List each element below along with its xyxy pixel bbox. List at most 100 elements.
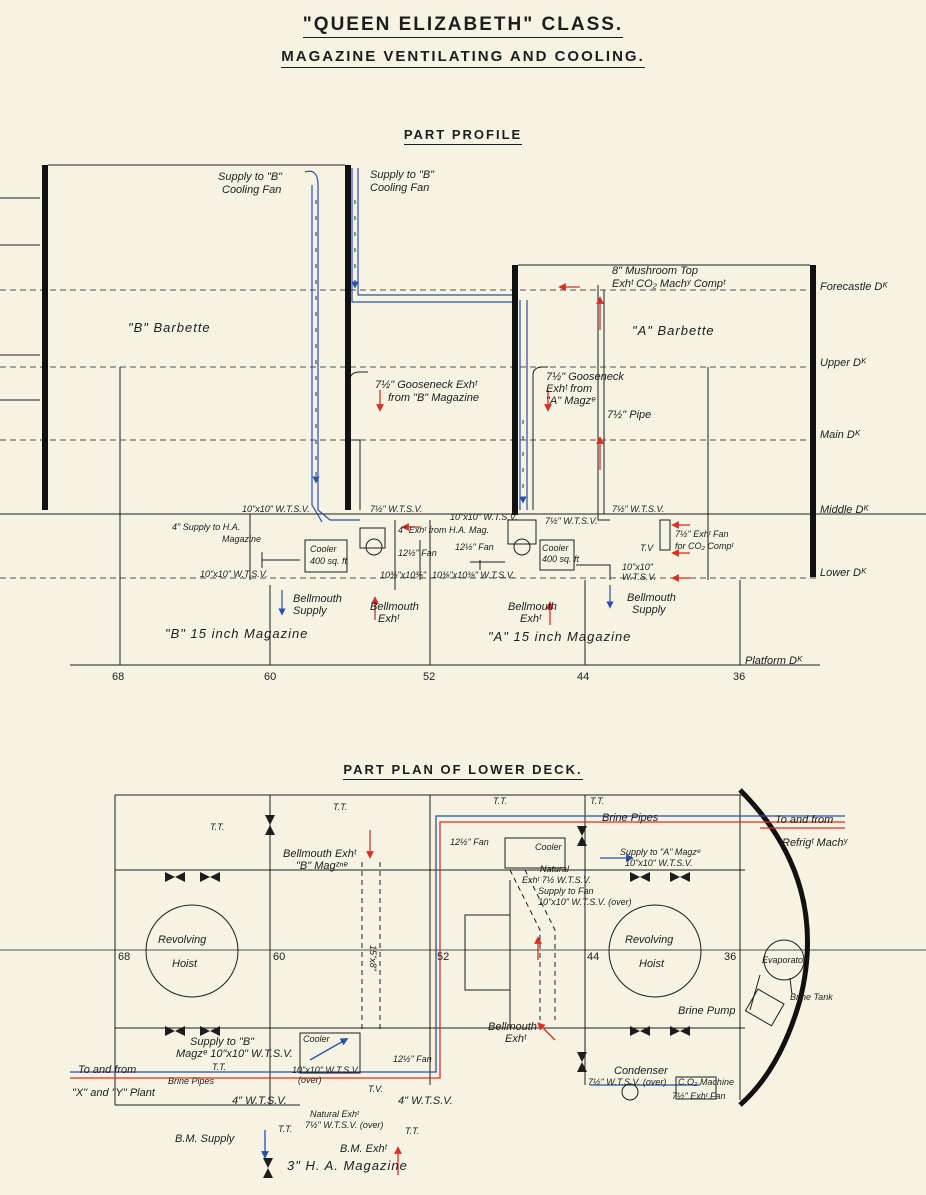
label-wtsv-7half-a: 7½" W.T.S.V. [545, 516, 597, 526]
profile-frame-52: 52 [423, 671, 435, 683]
plan-supply-a-mag: Supply to "A" Magzᵉ [620, 847, 701, 857]
plan-supply-b: Supply to "B" [190, 1036, 255, 1048]
plan-cooler-top: Cooler [535, 842, 563, 852]
plan-bm-exh: B.M. Exhᵗ [340, 1143, 388, 1155]
label-wtsv-a2: 10"x10" [622, 562, 654, 572]
deck-upper: Upper Dᴷ [820, 357, 867, 369]
plan-frame-60: 60 [273, 951, 285, 963]
label-cooler-b-area: 400 sq. ft [310, 556, 348, 566]
label-supply-ha-magazine: Magazine [222, 534, 261, 544]
plan-evaporator: Evaporator [762, 955, 807, 965]
label-supply-a: Supply [632, 604, 667, 616]
plan-tt-1: T.T. [333, 802, 347, 812]
label-exh-from: Exhᵗ from [546, 383, 592, 395]
deck-main: Main Dᴷ [820, 429, 861, 441]
plan-ha-magazine: 3" H. A. Magazine [287, 1158, 408, 1173]
plan-revolving-1: Revolving [158, 934, 207, 946]
label-wtsv-7half-b: 7½" W.T.S.V. [370, 504, 422, 514]
profile-frame-60: 60 [264, 671, 276, 683]
label-supply-ha: 4" Supply to H.A. [172, 522, 240, 532]
plan-hoist-2: Hoist [639, 958, 665, 970]
plan-supply-b-wtsv: Magzᵉ 10"x10" W.T.S.V. [176, 1048, 293, 1060]
plan-frame-44: 44 [587, 951, 599, 963]
label-fan-a: 12½" Fan [455, 542, 494, 552]
plan-frame-68: 68 [118, 951, 130, 963]
plan-frame-52: 52 [437, 951, 449, 963]
plan-supply-fan-wtsv: 10"x10" W.T.S.V. (over) [538, 897, 632, 907]
plan-bellmouth-exh-a: Bellmouth [488, 1021, 537, 1033]
plan-ducts [299, 837, 717, 1101]
plan-to-from-xy: To and from [78, 1064, 136, 1076]
plan-wtsv-4-right: 4" W.T.S.V. [398, 1095, 453, 1107]
plan-brine-pump: Brine Pump [678, 1005, 735, 1017]
label-wtsv-b-low: 10"x10" W.T.S.V. [200, 569, 268, 579]
plan-wtsv-over: 10"x10" W.T.S.V. [292, 1065, 360, 1075]
plan-supply-fan: Supply to Fan [538, 886, 594, 896]
plan-structure [0, 788, 926, 1107]
deck-lower: Lower Dᴷ [820, 567, 867, 579]
plan-tt-small-2: T.T. [278, 1124, 292, 1134]
label-tv-a: T.V [640, 543, 654, 553]
plan-supply-a-wtsv: 10"x10" W.T.S.V. [625, 858, 693, 868]
barbette-walls [42, 165, 816, 577]
label-exh-a: Exhᵗ [520, 613, 542, 625]
label-cooler-b: Cooler [310, 544, 338, 554]
plan-wtsv-over-2: (over) [298, 1075, 322, 1085]
plan-natural-exh: Natural Exhᵗ [310, 1109, 360, 1119]
plan-wtsv-over-c: 7½" W.T.S.V. (over) [588, 1077, 666, 1087]
plan-tt-4: T.T. [590, 796, 604, 806]
label-wtsv-a-top: 10"x10" W.T.S.V. [450, 512, 518, 522]
label-from-b-magazine: from "B" Magazine [388, 392, 479, 404]
profile-labels: Supply to "B" Cooling Fan Supply to "B" … [112, 169, 888, 683]
label-bellmouth-exh-b: Bellmouth [370, 601, 419, 613]
label-for-co2-comp: for CO₂ Compᵗ [675, 541, 734, 551]
plan-fan-top: 12½" Fan [450, 837, 489, 847]
label-wtsv-mid-1: 10⅜"x10⅜" [380, 570, 427, 580]
plan-to-from-refrig: To and from [775, 814, 833, 826]
label-wtsv-7half-a2: 7½" W.T.S.V. [612, 504, 664, 514]
plan-bm-supply: B.M. Supply [175, 1133, 236, 1145]
brine-pipes [70, 815, 845, 1086]
plan-cooler-low: Cooler [303, 1034, 331, 1044]
label-bellmouth-exh-a: Bellmouth [508, 601, 557, 613]
plan-exh-fan-c: 7½" Exhᵗ Fan [672, 1091, 725, 1101]
label-cooling-fan-left: Cooling Fan [222, 184, 281, 196]
plan-brine-tank: Brine Tank [790, 992, 833, 1002]
plan-trunk-size: 15"x8" [368, 945, 378, 972]
label-wtsv-mid-2: 10⅜"x10⅜" W.T.S.V. [432, 570, 515, 580]
plan-tt-small-3: T.T. [405, 1126, 419, 1136]
plan-brine-pipes-top: Brine Pipes [602, 812, 659, 824]
plan-tt-2: T.T. [210, 822, 224, 832]
label-supply-b-fan-right: Supply to "B" [370, 169, 435, 181]
plan-natural-exh-wtsv: 7½" W.T.S.V. (over) [305, 1120, 383, 1130]
profile-frame-36: 36 [733, 671, 745, 683]
deck-middle: Middle Dᴷ [820, 504, 869, 516]
exhaust-pipes [349, 285, 610, 521]
plan-b-magazine: "B" Magᶻⁿᵉ [296, 860, 348, 872]
label-cooler-a: Cooler [542, 543, 570, 553]
plan-fan-low: 12½" Fan [393, 1054, 432, 1064]
plan-revolving-2: Revolving [625, 934, 674, 946]
supply-trunks [278, 168, 614, 616]
profile-frame-68: 68 [112, 671, 124, 683]
plan-refrig-mach: Refrigᵗ Machʸ [782, 837, 848, 849]
deck-forecastle: Forecastle Dᴷ [820, 281, 888, 293]
label-bellmouth-supply-a: Bellmouth [627, 592, 676, 604]
deck-lines [0, 197, 926, 666]
label-b-barbette: "B" Barbette [128, 320, 211, 335]
plan-tt-3: T.T. [493, 796, 507, 806]
plan-tt-small: T.T. [212, 1062, 226, 1072]
plan-wtsv-4-left: 4" W.T.S.V. [232, 1095, 287, 1107]
label-wtsv-b-top: 10"x10" W.T.S.V. [242, 504, 310, 514]
plan-natural: Natural [540, 864, 570, 874]
label-bellmouth-supply-b: Bellmouth [293, 593, 342, 605]
label-gooseneck-a: 7½" Gooseneck [546, 371, 624, 383]
label-exh-fan-co2: 7½" Exhᵗ Fan [675, 529, 728, 539]
label-b-magazine: "B" 15 inch Magazine [165, 626, 308, 641]
label-a-magz: "A" Magzᵉ [546, 395, 596, 407]
plan-co2-machine: C.O₂ Machine [678, 1077, 734, 1087]
label-supply-b: Supply [293, 605, 328, 617]
plan-tv: T.V. [368, 1084, 383, 1094]
